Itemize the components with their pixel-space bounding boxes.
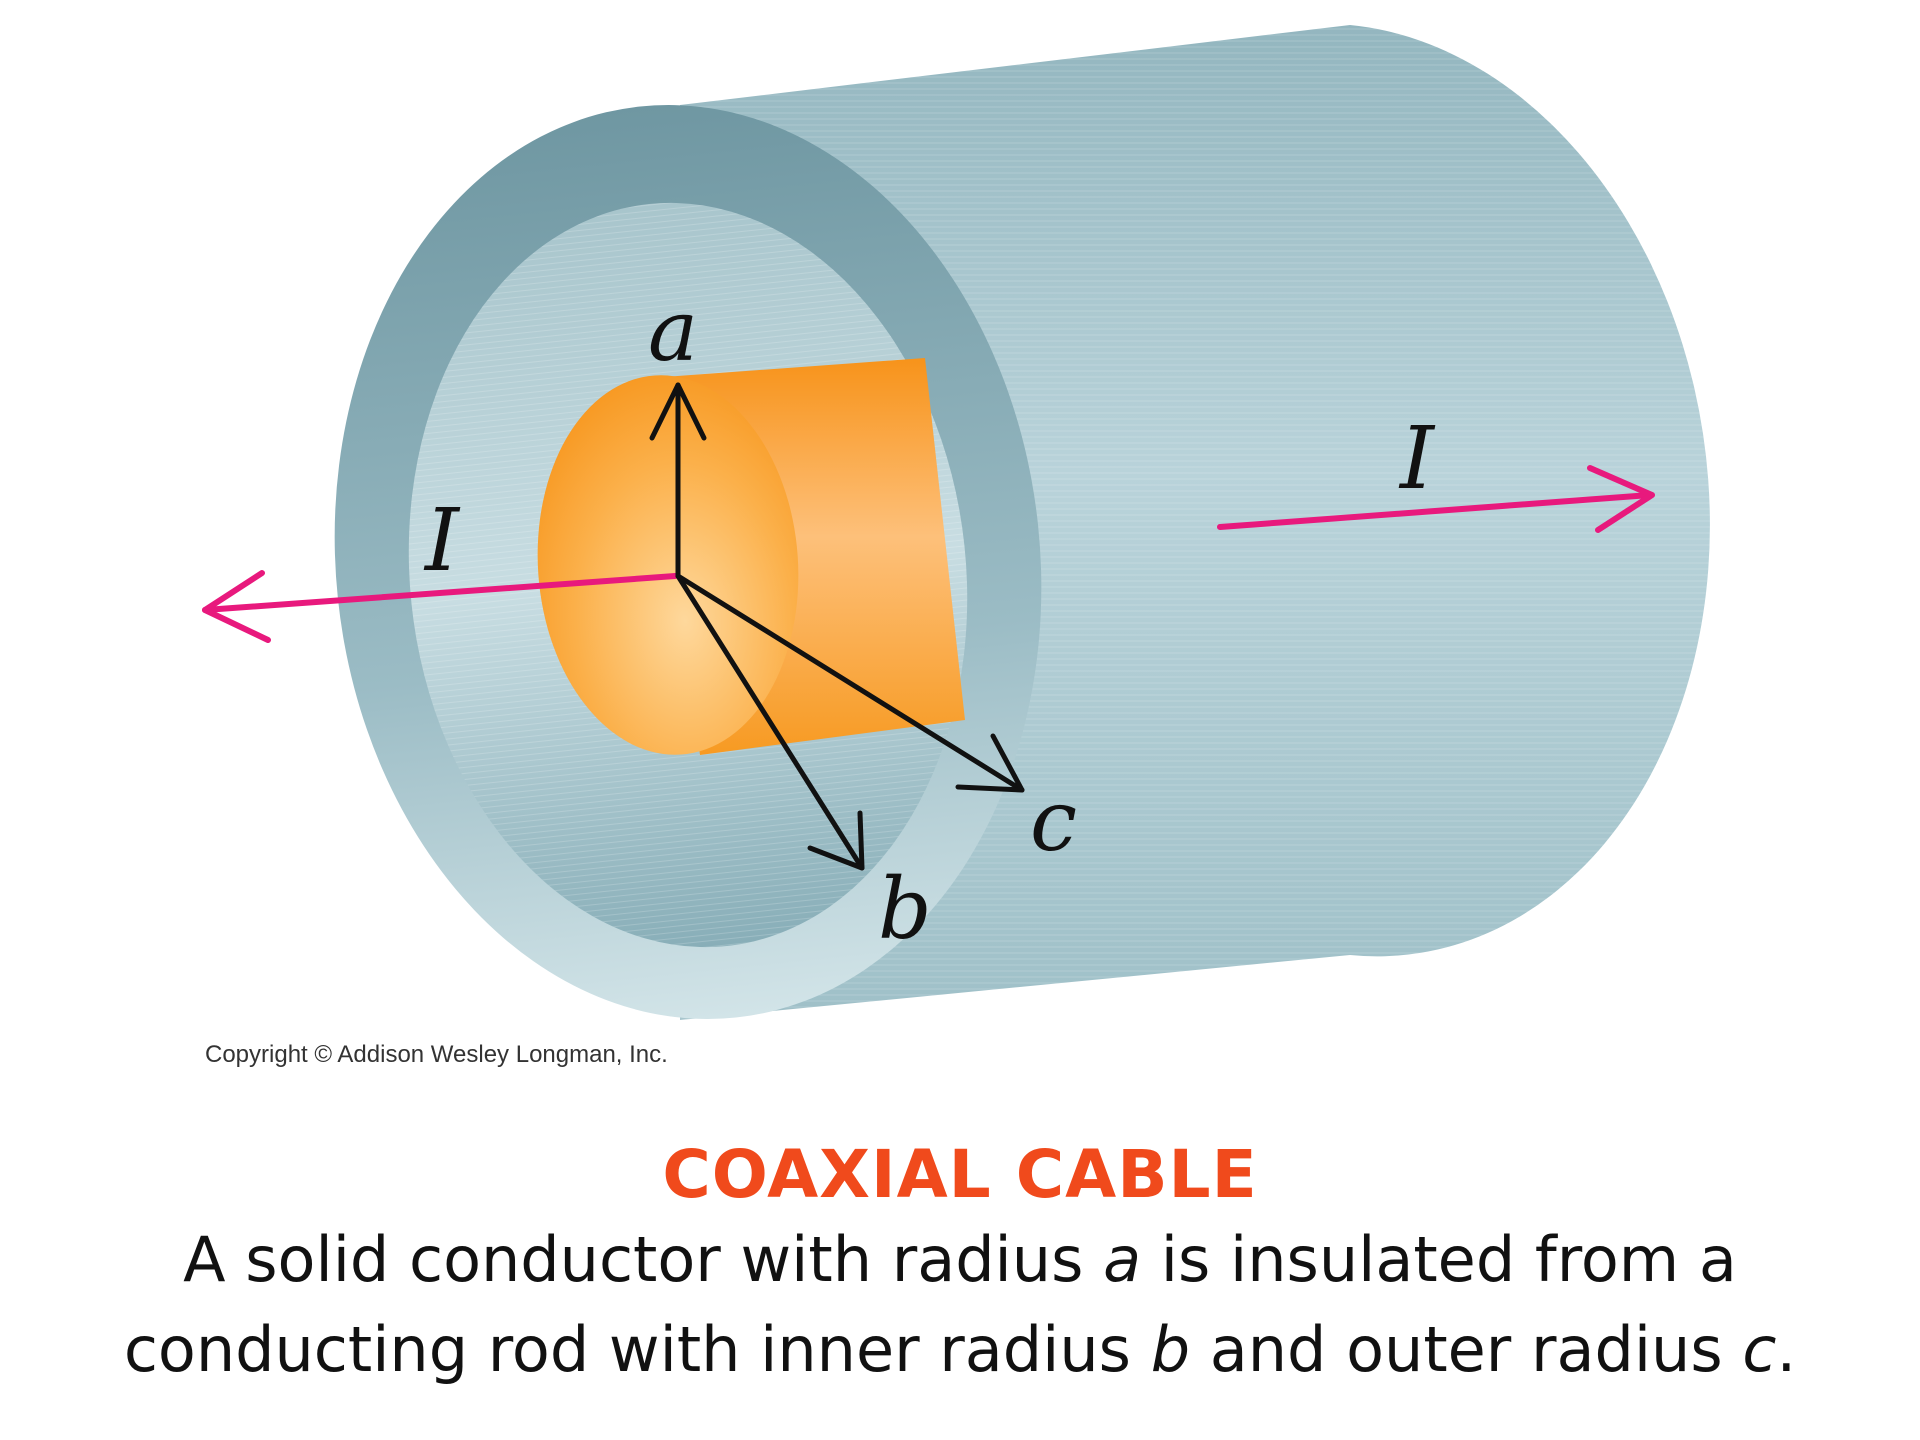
label-a: a [648,282,698,380]
radius-arrow-c [675,573,1025,793]
caption-var-c: c [1742,1313,1777,1386]
label-current-inner: I [423,491,461,591]
radius-arrows [649,382,1025,871]
caption-line-1-pre: A solid conductor with radius [183,1223,1104,1296]
caption-var-b: b [1150,1313,1191,1386]
radius-arrow-a [649,382,707,579]
current-arrow-inner [202,570,678,643]
caption-line-2-pre: conducting rod with inner radius [123,1313,1151,1386]
copyright-notice: Copyright © Addison Wesley Longman, Inc. [205,1041,668,1068]
radius-arrow-b [675,573,865,871]
caption-title: COAXIAL CABLE [662,1136,1258,1213]
label-b: b [878,860,932,958]
current-arrow-outer [1217,465,1655,533]
caption-line-2-post: . [1776,1313,1797,1386]
caption-line-1: A solid conductor with radius a is insul… [0,1215,1920,1305]
label-c: c [1030,772,1077,870]
caption-line-2: conducting rod with inner radius b and o… [0,1305,1920,1395]
caption-line-1-post: is insulated from a [1141,1223,1737,1296]
label-current-outer: I [1398,409,1436,509]
caption-var-a: a [1103,1223,1142,1296]
caption-line-2-mid: and outer radius [1190,1313,1743,1386]
caption: COAXIAL CABLE A solid conductor with rad… [0,1135,1920,1395]
